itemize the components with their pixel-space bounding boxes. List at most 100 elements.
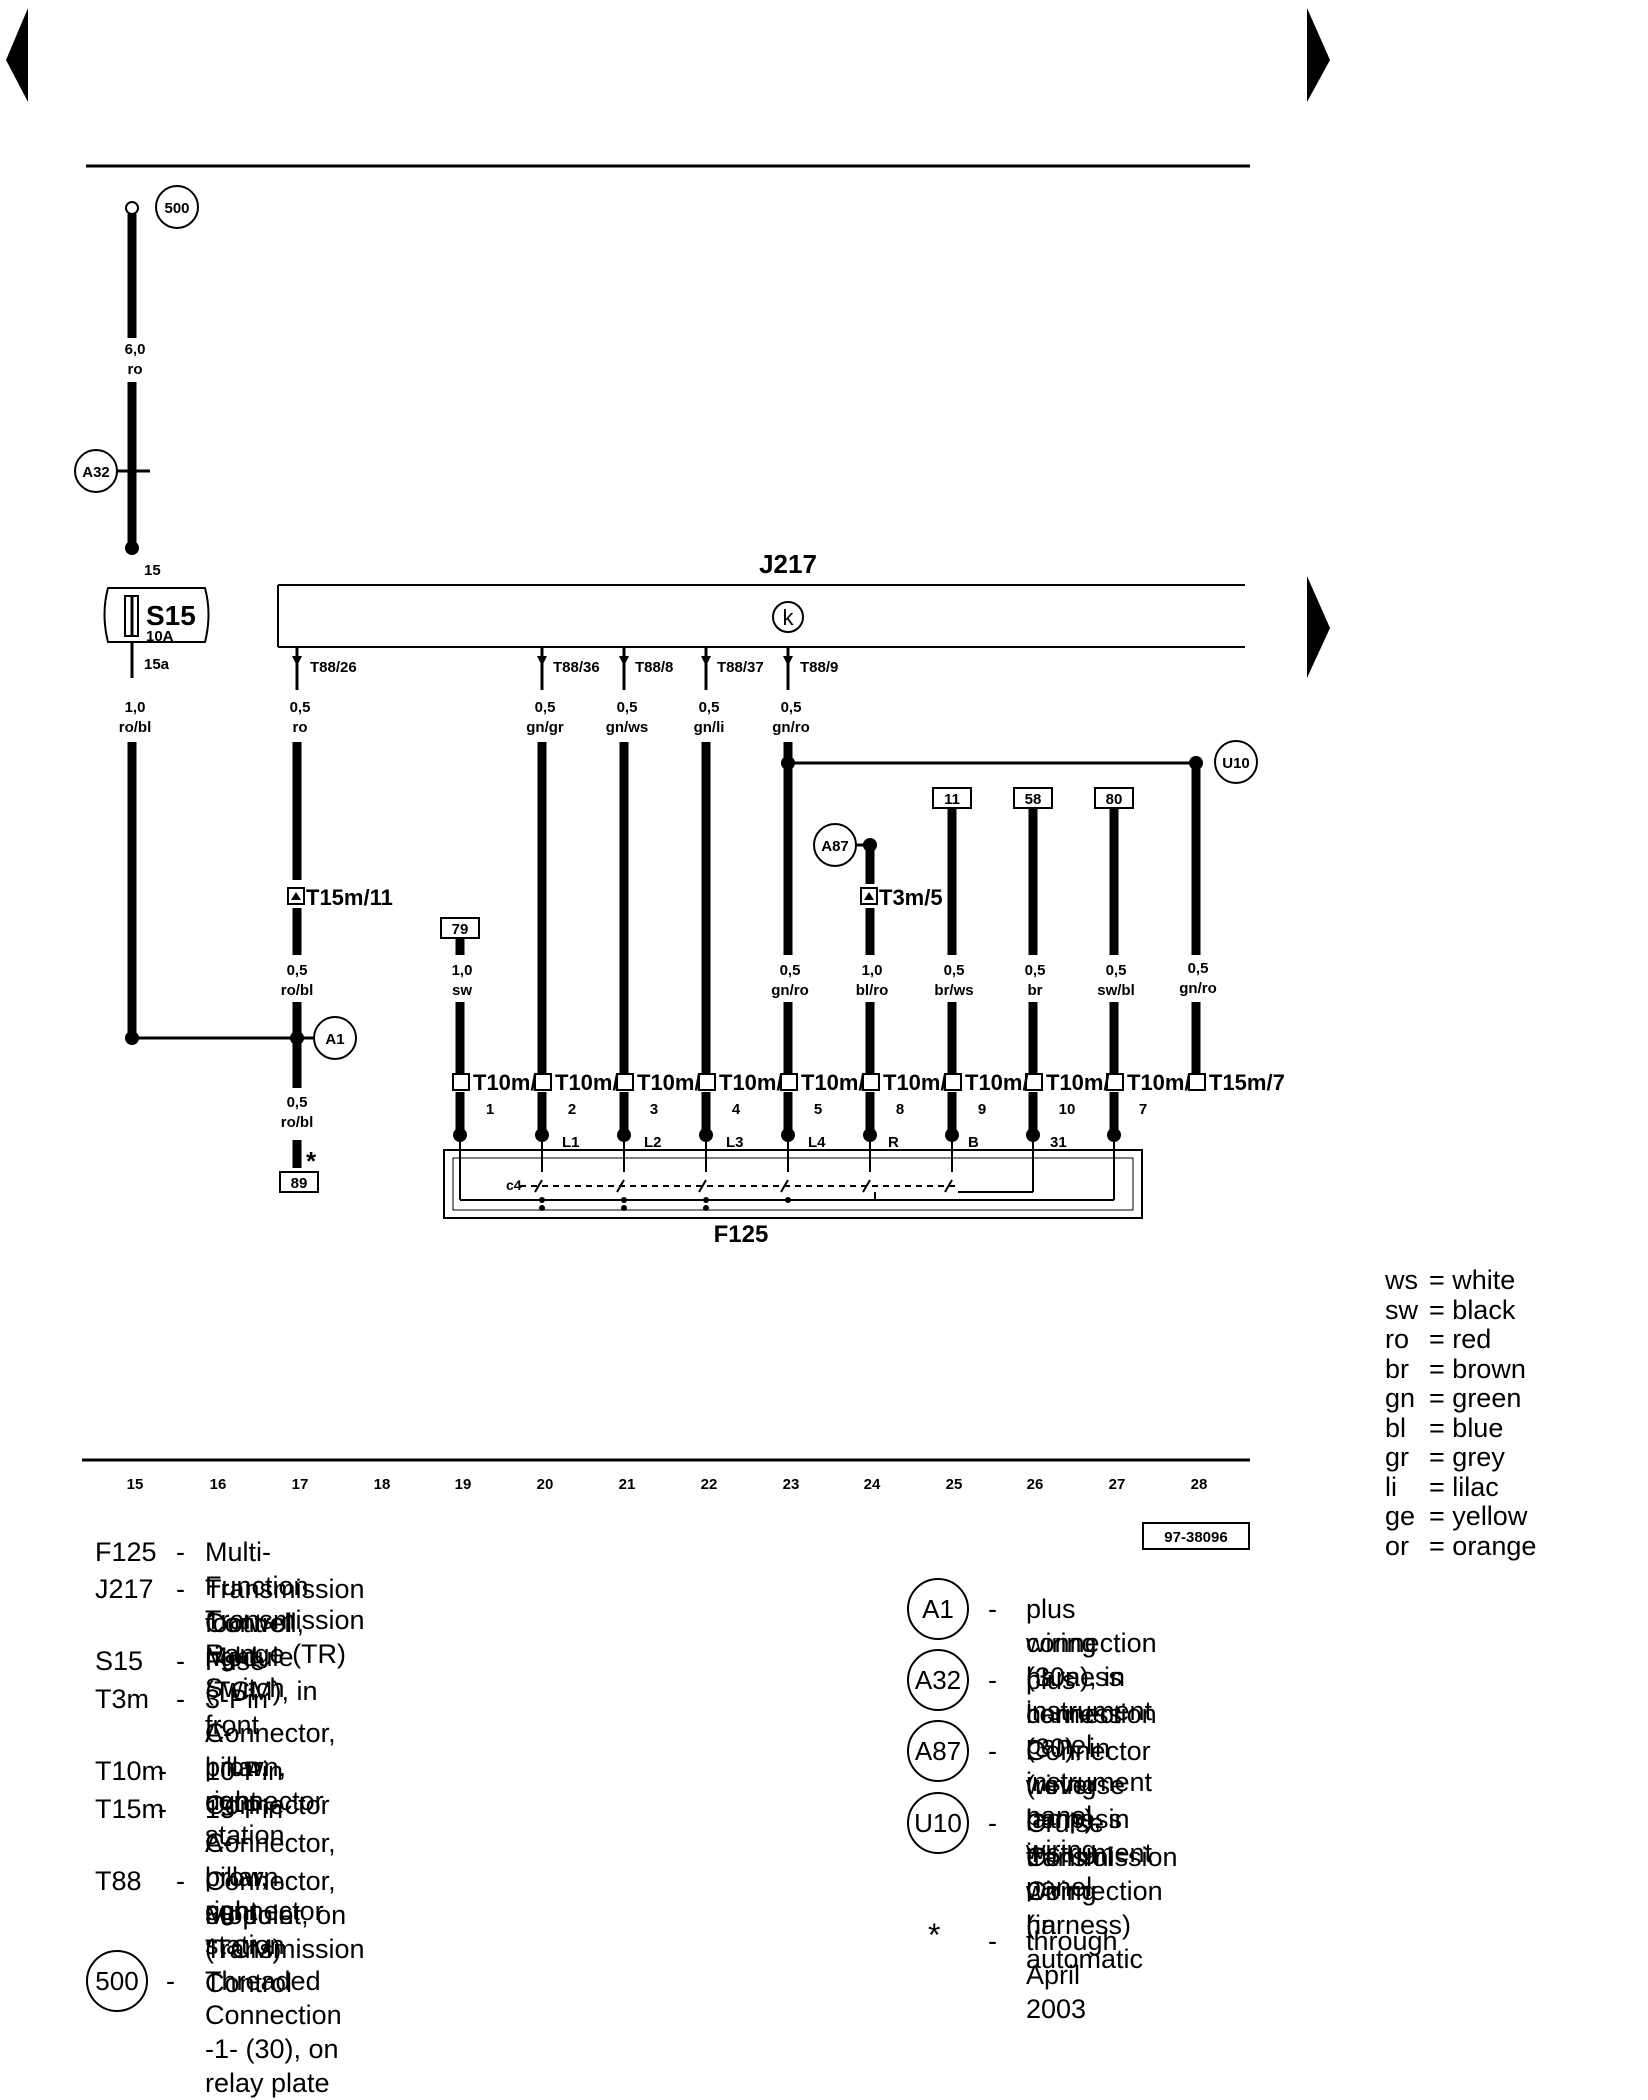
legend-code-circle: A87 xyxy=(907,1720,969,1782)
svg-text:17: 17 xyxy=(292,1476,309,1493)
t15m11-wire-gauge: 0,5 xyxy=(287,962,308,979)
legend-desc: 3-Pin Connector, brown, connector statio… xyxy=(205,1684,336,1850)
svg-text:2: 2 xyxy=(568,1101,576,1118)
svg-text:T10m/: T10m/ xyxy=(801,1070,865,1095)
module-label: J217 xyxy=(759,549,817,579)
upper-wire-4-gauge: 0,5 xyxy=(699,699,720,716)
wire-main-color: ro xyxy=(128,361,143,378)
lower-wire-1-gauge: 1,0 xyxy=(452,962,473,979)
lower-wire-2-color: gn/ro xyxy=(771,982,809,999)
color-key-row: ws= white xyxy=(1385,1265,1516,1295)
a32-label: A32 xyxy=(82,464,110,481)
t10m-labels: T10m/ T10m/ T10m/ T10m/ T10m/ T10m/ T10m… xyxy=(473,1070,1285,1095)
color-key-row: gn= green xyxy=(1385,1383,1522,1413)
svg-text:7: 7 xyxy=(1139,1101,1147,1118)
legend-desc: plus connection (30a), in instrument pan… xyxy=(1026,1594,1157,1760)
color-key-row: gr= grey xyxy=(1385,1442,1505,1472)
legend-code-circle: A1 xyxy=(907,1578,969,1640)
switch-wire-stubs xyxy=(455,1092,1119,1135)
legend-desc: 15-Pin Connector, brown, connector stati… xyxy=(205,1794,336,1960)
t3m5-label: T3m/5 xyxy=(879,885,943,910)
legend-desc-cont: footwell, right xyxy=(205,1608,305,1672)
legend-code: F125 xyxy=(95,1537,157,1567)
svg-text:1: 1 xyxy=(486,1101,494,1118)
svg-text:21: 21 xyxy=(619,1476,636,1493)
fuse-rating: 10A xyxy=(146,628,174,645)
terminal-500-dot xyxy=(125,201,139,215)
lower-wire-6-color: sw/bl xyxy=(1097,982,1135,999)
u10-label: U10 xyxy=(1222,755,1250,772)
svg-text:28: 28 xyxy=(1191,1476,1208,1493)
color-key-row: li= lilac xyxy=(1385,1471,1499,1502)
t88-pin-3: T88/8 xyxy=(635,659,673,676)
upper-wire-1-color: ro xyxy=(293,719,308,736)
legend-code-circle: U10 xyxy=(907,1792,969,1854)
grid-numbers: 15 16 17 18 19 20 21 22 23 24 25 26 27 2… xyxy=(127,1476,1208,1493)
switch-inner-box xyxy=(452,1157,1134,1211)
legend-desc: Threaded Connection -1- (30), on relay p… xyxy=(205,1966,342,2098)
upper-wire-1-gauge: 0,5 xyxy=(290,699,311,716)
legend-code-circle: A32 xyxy=(907,1649,969,1711)
fuse-top-node xyxy=(125,541,139,555)
svg-text:L3: L3 xyxy=(726,1134,744,1151)
svg-text:T10m/: T10m/ xyxy=(1046,1070,1110,1095)
t15m7-label: T15m/7 xyxy=(1209,1070,1285,1095)
legend-code: J217 xyxy=(95,1574,154,1604)
t88-pin-stubs xyxy=(295,647,790,690)
switch-outer-box xyxy=(443,1149,1143,1219)
svg-text:15: 15 xyxy=(127,1476,144,1493)
upper-wire-3-gauge: 0,5 xyxy=(617,699,638,716)
upper-wire-2-gauge: 0,5 xyxy=(535,699,556,716)
svg-text:24: 24 xyxy=(864,1476,881,1493)
svg-text:B: B xyxy=(968,1134,979,1151)
svg-text:20: 20 xyxy=(537,1476,554,1493)
upper-wire-3-color: gn/ws xyxy=(606,719,649,736)
svg-text:31: 31 xyxy=(1050,1134,1067,1151)
color-key-row: or= orange xyxy=(1385,1530,1537,1561)
t10m-icons xyxy=(452,1073,1206,1091)
lower-wire-3-gauge: 1,0 xyxy=(862,962,883,979)
node-a1-left xyxy=(125,1031,139,1045)
svg-text:5: 5 xyxy=(814,1101,822,1118)
svg-text:26: 26 xyxy=(1027,1476,1044,1493)
lower-wire-7-gauge: 0,5 xyxy=(1188,960,1209,977)
legend-desc-cont: A-pillar, right xyxy=(205,1718,269,1816)
switch-contact-label: c4 xyxy=(506,1177,522,1193)
legend-desc-cont: wiring harness xyxy=(1026,1770,1123,1834)
legend-desc: Connector (reverse lamp), in instrument … xyxy=(1026,1736,1153,1902)
svg-text:25: 25 xyxy=(946,1476,963,1493)
legend-desc: 10-Pin Connector xyxy=(205,1756,330,1820)
legend-code: T88 xyxy=(95,1866,142,1896)
switch-terminal-labels: L1 L2 L3 L4 R B 31 xyxy=(562,1134,1067,1151)
svg-text:16: 16 xyxy=(210,1476,227,1493)
module-symbol-circle xyxy=(772,601,804,633)
fuse-pin-out: 15a xyxy=(144,656,170,673)
wire-main-gauge: 6,0 xyxy=(125,341,146,358)
box-80-label: 80 xyxy=(1106,791,1123,808)
lower-wire-1-color: sw xyxy=(452,982,472,999)
ref-code-box xyxy=(1142,1522,1250,1550)
triangle-right-icon[interactable] xyxy=(1307,576,1330,678)
connection-500-label: 500 xyxy=(164,200,189,217)
upper-wire-5-color: gn/ro xyxy=(772,719,810,736)
triangle-left-icon[interactable] xyxy=(6,8,28,102)
legend-desc: Cruise Control Connection (in automatic xyxy=(1026,1808,1163,1974)
t88-pin-1: T88/26 xyxy=(310,659,357,676)
triangle-right-icon[interactable] xyxy=(1307,8,1330,102)
lower-wire-5-color: br xyxy=(1028,982,1043,999)
color-key-row: br= brown xyxy=(1385,1353,1526,1384)
svg-text:18: 18 xyxy=(374,1476,391,1493)
switch-ground-markers xyxy=(539,1197,791,1211)
wire-fuse-color: ro/bl xyxy=(119,719,152,736)
connection-500-circle xyxy=(155,185,199,229)
legend-code: * xyxy=(928,1917,941,1953)
lower-wire-segments xyxy=(455,1002,1201,1076)
box-89 xyxy=(279,1171,319,1193)
t88-pin-arrows xyxy=(292,656,793,666)
svg-text:T10m/: T10m/ xyxy=(473,1070,537,1095)
lower-wire-labels: 1,0 sw 0,5 gn/ro 1,0 bl/ro 0,5 br/ws 0,5… xyxy=(452,960,1217,999)
svg-text:T10m/: T10m/ xyxy=(965,1070,1029,1095)
asterisk-mark: * xyxy=(306,1146,317,1176)
svg-text:4: 4 xyxy=(732,1101,741,1118)
t10m-connector-row: T10m/ T10m/ T10m/ T10m/ T10m/ T10m/ T10m… xyxy=(452,1070,1285,1118)
